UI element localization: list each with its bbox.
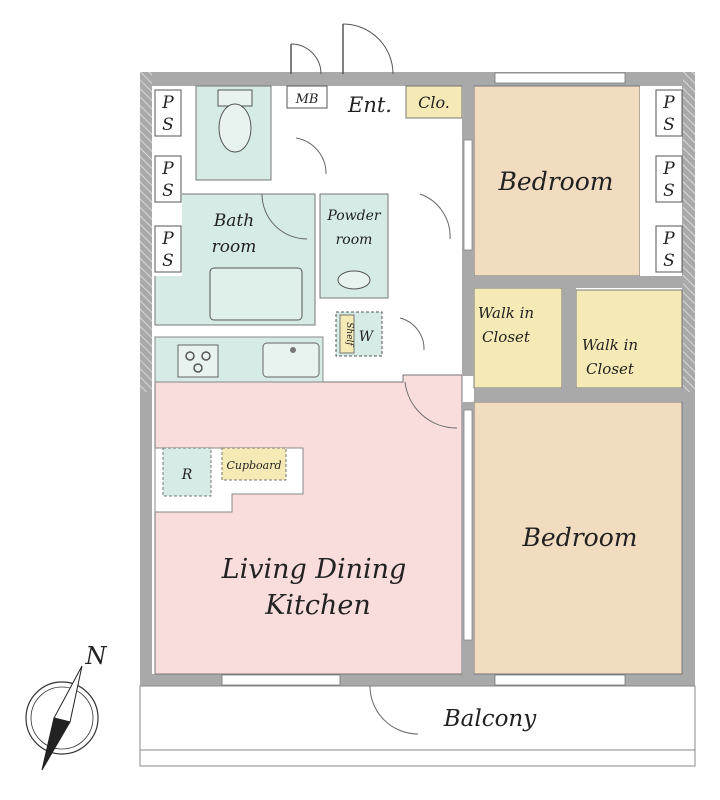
toilet-door — [295, 137, 327, 175]
shelf — [339, 314, 355, 354]
meter-box — [286, 85, 328, 109]
hatched-corner — [140, 72, 152, 392]
bathroom-label-1: Bath — [213, 211, 254, 231]
hatched-corner — [683, 72, 695, 392]
svg-text:S: S — [162, 115, 174, 135]
bedroom-upper-label: Bedroom — [498, 167, 614, 196]
walk-in-closet-right-label-2: Closet — [586, 360, 635, 378]
walk-in-closet-right-label-1: Walk in — [582, 336, 638, 354]
svg-text:P: P — [662, 229, 675, 249]
ldk-door — [404, 381, 458, 429]
bedroom-upper — [473, 85, 641, 277]
faucet-icon — [290, 347, 296, 353]
meter-box-door — [290, 43, 322, 75]
partition-wall — [474, 276, 682, 288]
powder-door — [419, 193, 451, 240]
bathtub-icon — [209, 267, 303, 321]
balcony-rail — [139, 749, 696, 767]
pipe-space-right-3: P S — [655, 225, 683, 273]
bath-door — [261, 193, 308, 240]
refrigerator — [162, 447, 212, 497]
svg-text:S: S — [663, 181, 675, 201]
burner-icon — [201, 351, 211, 361]
compass-north-label: N — [85, 642, 108, 670]
window — [221, 674, 341, 686]
pipe-space-left-3: P S — [154, 225, 182, 273]
burner-icon — [185, 351, 195, 361]
sink-icon — [262, 342, 320, 378]
burner-icon — [193, 363, 203, 373]
bathroom-label-2: room — [212, 237, 257, 257]
svg-text:S: S — [162, 181, 174, 201]
washer-door — [399, 317, 425, 351]
pipe-space-right-1: P S — [655, 89, 683, 137]
bedroom-lower — [473, 401, 683, 675]
pipe-space-right-2: P S — [655, 155, 683, 203]
walk-in-closet-left-label-1: Walk in — [478, 304, 534, 322]
partition-wall — [562, 288, 576, 388]
refrigerator-label: R — [181, 467, 193, 483]
svg-text:P: P — [161, 229, 174, 249]
walk-in-closet-left-label-2: Closet — [482, 328, 531, 346]
washer-label: W — [359, 329, 375, 345]
svg-text:P: P — [662, 93, 675, 113]
pipe-space-left-1: P S — [154, 89, 182, 137]
shelf-label: Shelf — [344, 322, 354, 347]
meter-box-label: MB — [295, 92, 319, 107]
closet-label: Clo. — [418, 93, 450, 112]
svg-text:S: S — [663, 251, 675, 271]
powder-room-label-2: room — [336, 232, 373, 248]
balcony-door — [369, 685, 419, 735]
svg-text:P: P — [161, 93, 174, 113]
living-label-1: Living Dining — [221, 554, 407, 585]
pipe-space-left-2: P S — [154, 155, 182, 203]
living-label-2: Kitchen — [264, 590, 371, 621]
cupboard — [221, 447, 287, 481]
entrance-closet — [405, 85, 463, 119]
partition-wall — [474, 388, 682, 402]
cupboard-label: Cupboard — [226, 459, 281, 472]
svg-text:P: P — [662, 159, 675, 179]
living-dining-kitchen — [154, 374, 463, 675]
toilet-bowl-icon — [218, 103, 252, 153]
svg-text:S: S — [162, 251, 174, 271]
compass-needle-icon — [53, 665, 83, 723]
bedroom-lower-label: Bedroom — [522, 523, 638, 552]
compass: N — [25, 642, 108, 771]
svg-text:P: P — [161, 159, 174, 179]
balcony-floor — [139, 685, 696, 751]
balcony-label: Balcony — [443, 706, 538, 732]
svg-text:S: S — [663, 115, 675, 135]
window — [494, 674, 626, 686]
entrance-door — [342, 23, 394, 75]
entrance-label: Ent. — [347, 93, 392, 117]
window — [494, 72, 626, 84]
washbasin-icon — [337, 270, 371, 290]
powder-room-label-1: Powder — [326, 208, 382, 224]
